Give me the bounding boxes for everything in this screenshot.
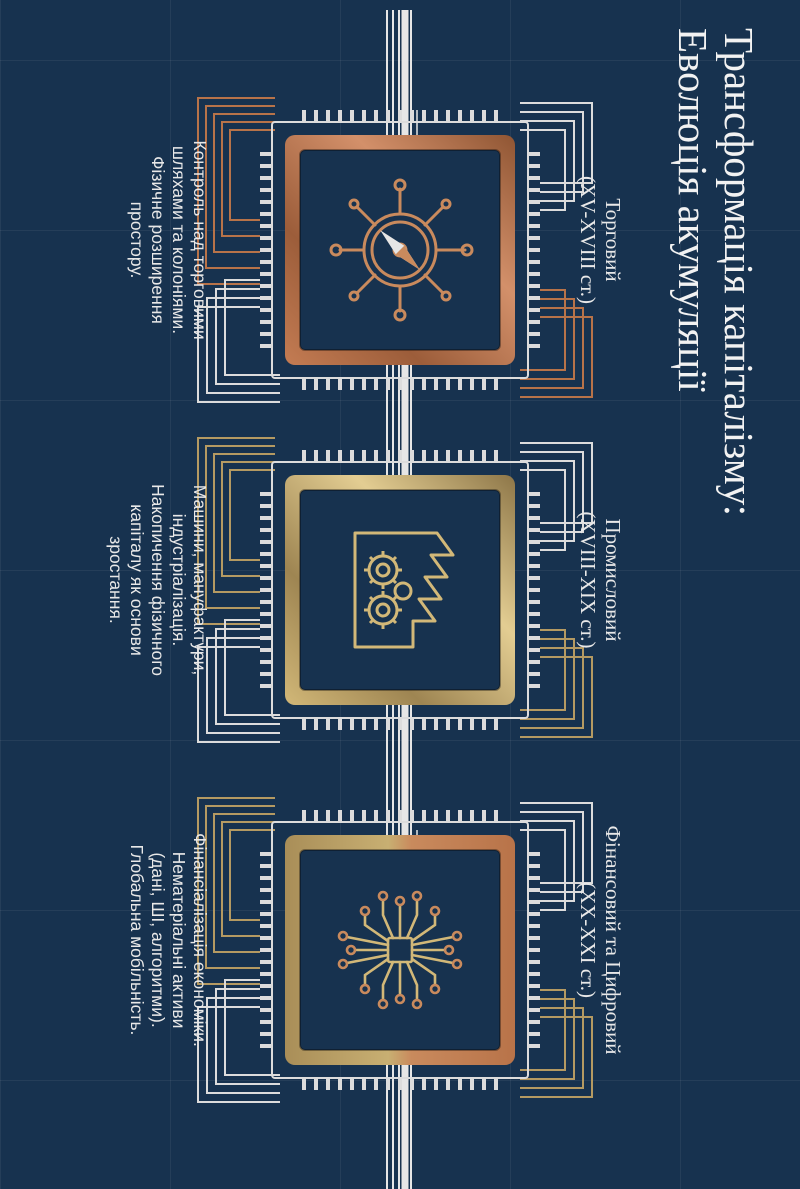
- era-period: (XV-XVIII ст.): [576, 175, 600, 305]
- title-line-1: Трансформація капіталізму:: [716, 28, 762, 517]
- era-heading-trade: Торговий (XV-XVIII ст.): [575, 90, 625, 390]
- page-title: Трансформація капіталізму: Еволюція акум…: [670, 28, 762, 516]
- title-line-2: Еволюція акумуляції: [670, 28, 716, 392]
- neural-circuit-icon: [337, 890, 463, 1010]
- description-line: Глобальна мобільність.: [127, 844, 147, 1036]
- era-description-trade: Контроль над торговими шляхами та колоні…: [126, 90, 210, 390]
- description-line: капіталу як основи: [127, 504, 147, 656]
- era-heading-financial-digital: Фінансовий та Цифровий (XX-XXI ст.): [575, 790, 625, 1090]
- description-line: Нематеріальні активи: [169, 851, 189, 1029]
- description-line: Контроль над торговими: [190, 140, 210, 340]
- description-line: (дані, ШІ, алгоритми).: [148, 852, 168, 1028]
- description-line: зростання.: [106, 536, 126, 624]
- chip-frame: [197, 437, 593, 743]
- description-line: Фінансіалізація економіки.: [190, 833, 210, 1047]
- era-name: Промисловий: [601, 518, 625, 642]
- era-heading-industrial: Промисловий (XVIII-XIX ст.): [575, 430, 625, 730]
- era-description-financial-digital: Фінансіалізація економіки. Нематеріальні…: [126, 790, 210, 1090]
- era-period: (XX-XXI ст.): [576, 881, 600, 999]
- description-line: Машини, мануфактури,: [190, 484, 210, 676]
- description-line: простору.: [127, 201, 147, 279]
- description-line: індустріалізація.: [169, 513, 189, 647]
- era-description-industrial: Машини, мануфактури, індустріалізація. Н…: [105, 430, 210, 730]
- description-line: шляхами та колоніями.: [169, 145, 189, 335]
- era-name: Торговий: [601, 198, 625, 282]
- chip-frame: [197, 797, 593, 1103]
- factory-gears-icon: [353, 531, 455, 649]
- description-line: Накопичення фізичного: [148, 483, 168, 677]
- era-name: Фінансовий та Цифровий: [601, 825, 625, 1055]
- era-period: (XVIII-XIX ст.): [576, 511, 600, 649]
- chip-frame: [197, 97, 593, 403]
- ship-wheel-compass-icon: [329, 178, 474, 322]
- description-line: Фізичне розширення: [148, 156, 168, 324]
